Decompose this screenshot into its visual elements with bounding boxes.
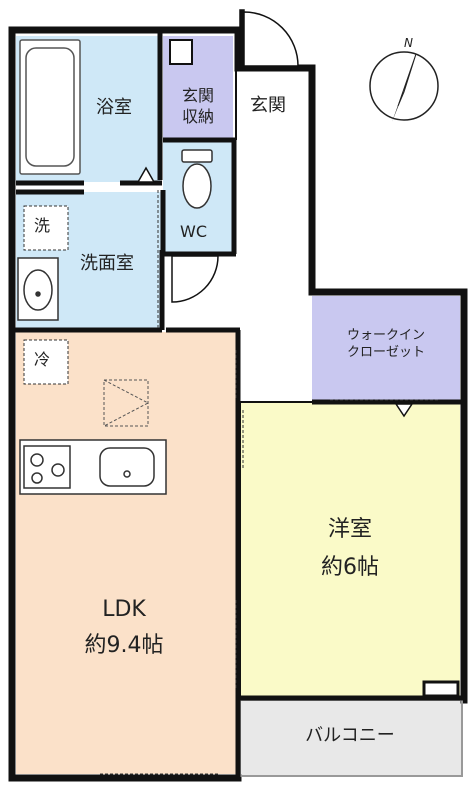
- washroom-label: 洗面室: [80, 253, 134, 274]
- balcony-label: バルコニー: [305, 725, 395, 746]
- wc-door: [171, 255, 219, 303]
- washer-box: [23, 205, 69, 251]
- fridge-label: 冷: [34, 350, 51, 369]
- bathtub: [19, 39, 81, 175]
- ldk-room: [16, 332, 238, 774]
- interior-walls: [12, 30, 464, 778]
- closet-door-arrow: [394, 403, 414, 418]
- western-room-size-label: 約6帖: [321, 555, 379, 580]
- storage-mark: [103, 379, 150, 427]
- kitchen-counter: [19, 439, 167, 495]
- bath-door-arrow: [136, 166, 156, 183]
- walk-in-closet-label: ウォークイン クローゼット: [346, 328, 425, 360]
- wc-label: WC: [180, 222, 207, 241]
- compass-north-label: N: [404, 36, 413, 50]
- toilet: [181, 149, 213, 209]
- ldk-size-label: 約9.4帖: [84, 633, 164, 658]
- storage-box: [169, 39, 193, 65]
- western-room-label: 洋室: [327, 517, 372, 542]
- entrance-label: 玄関: [250, 95, 286, 116]
- western-room: [240, 402, 460, 698]
- corner-box: [422, 680, 460, 698]
- wash-basin: [17, 257, 59, 321]
- balcony-area: [240, 700, 462, 776]
- outer-walls: [8, 26, 468, 782]
- walk-in-closet-room: [312, 296, 460, 402]
- entrance-storage-label: 玄関 収納: [181, 86, 214, 126]
- ldk-label: LDK: [102, 597, 146, 622]
- sliding-doors: [100, 190, 440, 775]
- entrance-door: [239, 9, 299, 69]
- thin-partitions: [235, 68, 312, 700]
- washer-label: 洗: [34, 216, 51, 235]
- fridge-box: [23, 339, 69, 385]
- compass: [369, 51, 439, 122]
- bath-label: 浴室: [96, 97, 132, 118]
